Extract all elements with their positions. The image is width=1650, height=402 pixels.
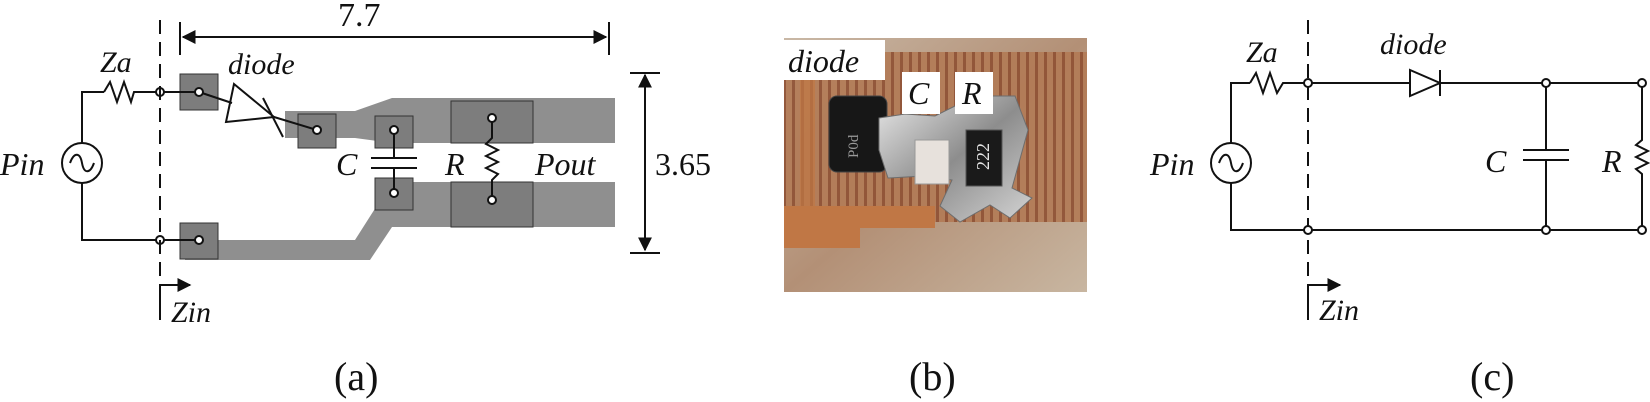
c-label-b: C: [908, 75, 930, 111]
diode-chip-marking: P0d: [846, 134, 862, 158]
load-resistor-c: [1633, 87, 1650, 226]
diode-label-b: diode: [788, 43, 859, 79]
zin-label-a: Zin: [171, 296, 211, 329]
capacitor-resistor-a: [371, 118, 501, 200]
za-resistor: [103, 78, 156, 106]
r-label-c: R: [1601, 143, 1622, 179]
r-label-b: R: [961, 75, 982, 111]
pin-label-a: Pin: [0, 146, 44, 182]
resistor-chip-marking: 222: [973, 143, 993, 170]
capacitor-chip: [914, 139, 950, 185]
c-label-a: C: [336, 146, 358, 182]
resistor-chip: [965, 129, 1003, 187]
c-label-box: [902, 72, 940, 114]
c-label-c: C: [1485, 143, 1507, 179]
caption-b: (b): [909, 354, 956, 399]
diode-label-box: [784, 40, 885, 80]
source-circuit-a: [61, 20, 195, 320]
sine-glyph: [69, 153, 95, 173]
pad-vias: [194, 87, 497, 245]
pin-label-c: Pin: [1149, 146, 1194, 182]
dimension-lines: [179, 22, 660, 254]
diode-c: [1409, 68, 1443, 98]
caption-c: (c): [1470, 354, 1514, 399]
caption-a: (a): [334, 354, 378, 399]
panel-a-layout: Za diode Pin Zin C R Pout 7.7 3.65 (a): [0, 0, 711, 399]
diode-label-c: diode: [1380, 28, 1447, 61]
sine-glyph-c: [1218, 153, 1244, 173]
pout-label: Pout: [534, 146, 597, 182]
diode-chip: [828, 95, 888, 173]
zin-arrow-a: [159, 278, 192, 320]
za-resistor-c: [1249, 69, 1304, 97]
za-label-c: Za: [1246, 36, 1278, 69]
height-dimension-value: 3.65: [655, 146, 711, 182]
copper-trace-lower: [784, 206, 935, 248]
capacitor-c: [1523, 87, 1569, 226]
source-circle: [61, 142, 103, 184]
diode-symbol-a: [198, 82, 318, 138]
copper-trace-left: [800, 77, 815, 210]
zin-label-c: Zin: [1319, 294, 1359, 327]
diode-label-a: diode: [228, 48, 295, 81]
za-label-a: Za: [100, 46, 132, 79]
width-dimension-value: 7.7: [338, 0, 381, 34]
zin-arrow-c: [1307, 278, 1342, 320]
panel-c-schematic: Za diode Pin Zin C R (c): [1149, 20, 1647, 399]
panel-b-photo: P0d 222 diode C R (b): [784, 38, 1087, 399]
source-circle-c: [1210, 142, 1252, 184]
r-label-box: [955, 72, 993, 114]
r-label-a: R: [444, 146, 465, 182]
